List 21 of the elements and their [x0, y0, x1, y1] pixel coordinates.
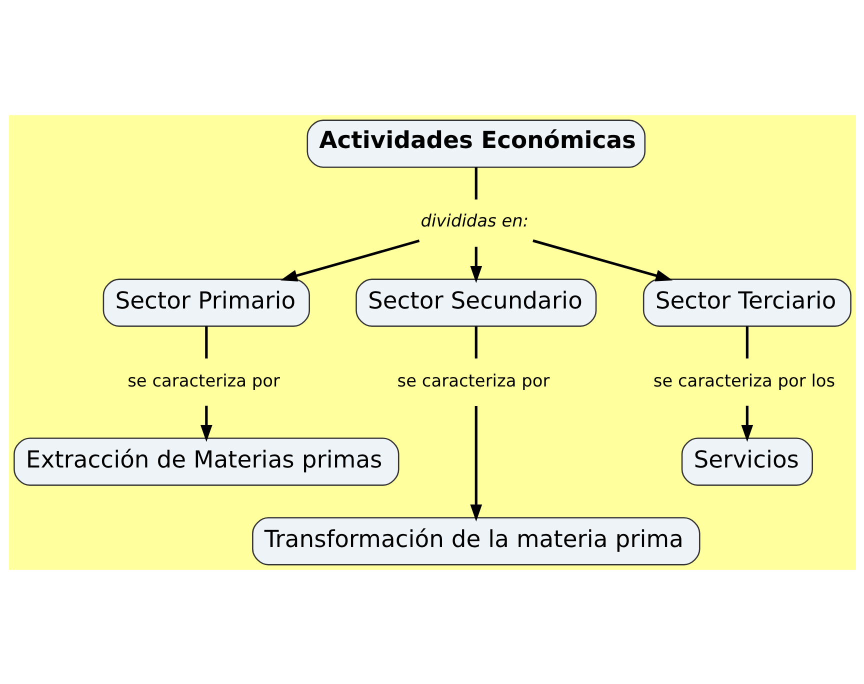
node-box: Sector Secundario	[355, 278, 596, 326]
node-box: Servicios	[680, 437, 812, 486]
arrow	[470, 405, 482, 521]
connector	[474, 166, 477, 200]
connector	[204, 326, 208, 358]
node-box: Sector Primario	[102, 278, 310, 326]
node-text: se caracteriza por los	[652, 370, 835, 390]
connector	[745, 326, 748, 358]
arrow	[740, 405, 753, 442]
node-text: divididas en:	[420, 210, 528, 230]
node-text: se caracteriza por	[396, 370, 550, 390]
node-box: Transformación de la materia prima	[252, 516, 700, 565]
connector	[474, 326, 477, 358]
node-text: se caracteriza por	[127, 370, 280, 390]
node-box: Actividades Económicas	[306, 119, 646, 168]
arrow	[470, 246, 482, 282]
node-box: Extracción de Materias primas	[13, 437, 399, 486]
arrow	[200, 405, 212, 442]
node-box: Sector Terciario	[642, 278, 851, 326]
arrow	[280, 239, 420, 281]
arrow	[532, 238, 672, 281]
